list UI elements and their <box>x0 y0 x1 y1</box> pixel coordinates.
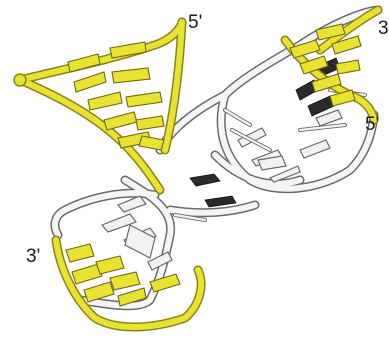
label-top-right-3prime: 3 <box>378 18 389 39</box>
label-right-5prime: 5' <box>365 114 379 135</box>
label-bottom-left-3prime: 3' <box>26 246 40 267</box>
label-top-left-5prime: 5' <box>188 12 202 33</box>
yellow-strand-end-cap <box>14 74 26 86</box>
